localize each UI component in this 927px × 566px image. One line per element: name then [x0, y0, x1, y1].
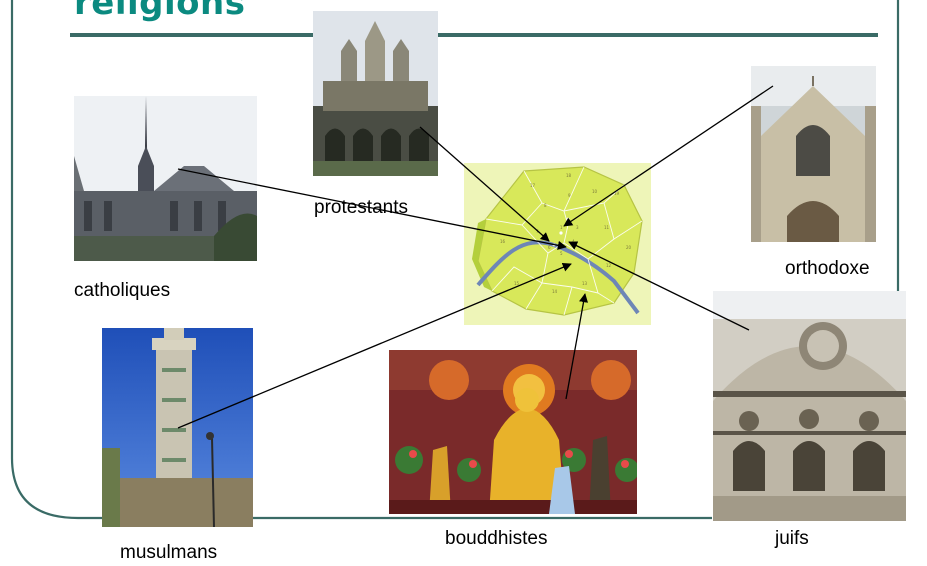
- synagogue-photo: [713, 291, 906, 521]
- mosque-image: [102, 328, 253, 527]
- svg-text:12: 12: [606, 263, 612, 268]
- caption-musulmans: musulmans: [120, 542, 218, 563]
- slide-title: religions: [74, 0, 246, 23]
- catholic-cathedral-photo: [74, 96, 257, 261]
- svg-text:19: 19: [614, 191, 620, 196]
- svg-text:11: 11: [604, 225, 610, 230]
- orthodox-church-photo: [751, 66, 876, 242]
- svg-text:13: 13: [582, 281, 588, 286]
- svg-text:5: 5: [560, 251, 563, 256]
- caption-bouddhistes: bouddhistes: [445, 528, 548, 549]
- svg-text:14: 14: [552, 289, 558, 294]
- svg-text:18: 18: [566, 173, 572, 178]
- buddhist-temple-photo: [389, 350, 637, 514]
- catholic-cathedral-image: [74, 96, 257, 261]
- mosque-photo: [102, 328, 253, 527]
- svg-text:17: 17: [530, 183, 536, 188]
- svg-text:16: 16: [500, 239, 506, 244]
- svg-text:20: 20: [626, 245, 632, 250]
- caption-catholiques: catholiques: [74, 280, 171, 301]
- synagogue-image: [713, 291, 906, 521]
- caption-juifs: juifs: [775, 528, 809, 549]
- caption-protestants: protestants: [314, 197, 408, 218]
- buddhist-temple-image: [389, 350, 637, 514]
- orthodox-church-image: [751, 66, 876, 242]
- svg-text:3: 3: [576, 225, 579, 230]
- svg-text:15: 15: [514, 281, 520, 286]
- title-rule: [70, 33, 878, 37]
- caption-orthodoxe: orthodoxe: [785, 258, 870, 279]
- svg-text:10: 10: [592, 189, 598, 194]
- protestant-church-image: [313, 11, 438, 176]
- protestant-church-photo: [313, 11, 438, 176]
